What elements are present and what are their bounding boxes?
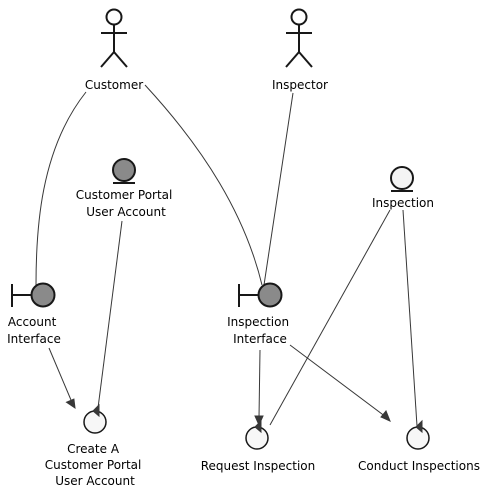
node-account-interface[interactable]: Account Interface bbox=[7, 282, 61, 347]
node-label: Request Inspection bbox=[201, 459, 316, 473]
edge-inspection-request-inspection bbox=[269, 209, 391, 426]
node-label: Account Interface bbox=[7, 315, 61, 346]
arrowhead-create-account bbox=[65, 398, 76, 410]
node-label: Customer Portal User Account bbox=[76, 188, 176, 219]
node-label-line: User Account bbox=[55, 474, 135, 488]
boundary-icon bbox=[11, 282, 56, 308]
actor-icon bbox=[100, 8, 128, 68]
boundary-icon bbox=[238, 282, 283, 308]
edge-account-interface-create-account bbox=[48, 347, 72, 401]
node-label-line: Customer Portal bbox=[45, 458, 142, 472]
node-label-line: Request Inspection bbox=[201, 459, 316, 473]
node-label-line: Interface bbox=[233, 332, 287, 346]
entity-icon bbox=[390, 166, 414, 192]
node-label-line: Conduct Inspections bbox=[358, 459, 480, 473]
node-label-line: Inspector bbox=[272, 78, 328, 92]
control-icon bbox=[83, 403, 107, 434]
edge-inspection-conduct-inspections bbox=[402, 209, 418, 427]
node-label: Inspection Interface bbox=[227, 315, 293, 346]
edge-customer-account-interface bbox=[35, 91, 87, 286]
actor-icon bbox=[285, 8, 313, 68]
node-request-inspection[interactable]: Request Inspection bbox=[201, 419, 316, 473]
node-create-account[interactable]: Create A Customer Portal User Account bbox=[45, 403, 145, 488]
node-label-line: User Account bbox=[86, 205, 166, 219]
node-portal-account[interactable]: Customer Portal User Account bbox=[76, 158, 176, 219]
node-label: Customer bbox=[85, 78, 143, 92]
control-icon bbox=[406, 419, 430, 450]
edge-portal-account-create-account bbox=[97, 220, 123, 409]
node-conduct-inspections[interactable]: Conduct Inspections bbox=[358, 419, 480, 473]
edges bbox=[35, 84, 418, 427]
node-label: Create A Customer Portal User Account bbox=[45, 442, 145, 488]
edge-inspector-inspection-interface bbox=[263, 92, 294, 286]
node-inspection[interactable]: Inspection bbox=[372, 166, 434, 210]
node-label-line: Customer Portal bbox=[76, 188, 173, 202]
node-label-line: Inspection bbox=[227, 315, 289, 329]
arrowhead-conduct-inspections bbox=[380, 410, 391, 422]
node-label-line: Customer bbox=[85, 78, 143, 92]
edge-inspection-interface-conduct-inspections bbox=[289, 344, 387, 418]
node-label-line: Account bbox=[8, 315, 57, 329]
entity-icon bbox=[112, 158, 136, 184]
edge-customer-inspection-interface bbox=[144, 84, 263, 286]
control-icon bbox=[245, 419, 269, 450]
node-inspection-interface[interactable]: Inspection Interface bbox=[227, 282, 293, 347]
node-customer[interactable]: Customer bbox=[85, 8, 143, 93]
node-label-line: Interface bbox=[7, 332, 61, 346]
node-label-line: Inspection bbox=[372, 196, 434, 210]
node-label-line: Create A bbox=[67, 442, 120, 456]
edge-inspection-interface-request-inspection bbox=[258, 349, 261, 419]
node-label: Inspection bbox=[372, 196, 434, 210]
node-label: Inspector bbox=[272, 78, 328, 92]
node-label: Conduct Inspections bbox=[358, 459, 480, 473]
node-inspector[interactable]: Inspector bbox=[272, 8, 328, 93]
